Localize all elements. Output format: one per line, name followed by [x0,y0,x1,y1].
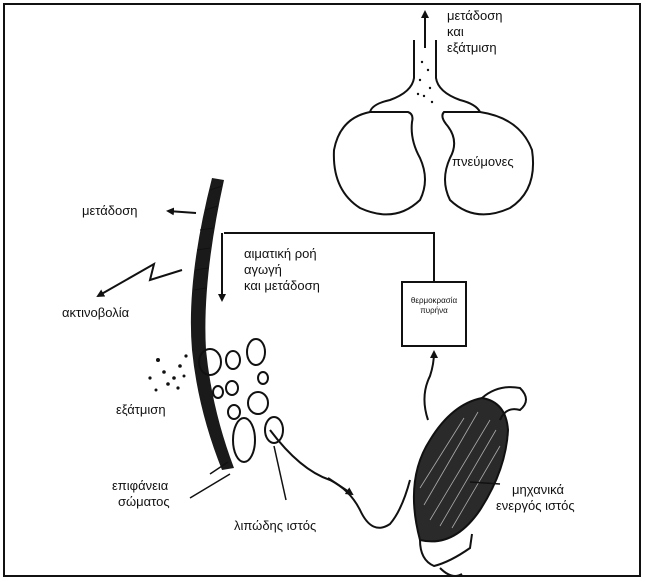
label-bloodflow-line1: αιματική ροή [244,246,317,261]
lungs-illustration [334,12,533,214]
muscle-illustration [414,387,526,576]
label-transfer-evaporation-line3: εξάτμιση [447,40,497,55]
label-fat-tissue: λιπώδης ιστός [234,518,316,533]
left-lung [334,112,425,214]
label-bloodflow-line2: αγωγή [244,262,282,277]
label-core-temperature: θερμοκρασία πυρήνα [404,296,464,316]
label-muscle-line1: μηχανικά [512,482,564,497]
label-muscle-line2: ενεργός ιστός [496,498,575,513]
label-transfer-evaporation-line1: μετάδοση [447,8,502,23]
label-body-surface-line1: επιφάνεια [112,478,168,493]
label-lungs: πνεύμονες [452,154,514,169]
label-body-surface-line2: σώματος [118,494,170,509]
radiation-zigzag-arrow [98,264,182,296]
label-radiation: ακτινοβολία [62,305,129,320]
blood-vessel-path [270,430,410,528]
skin-surface [191,178,234,470]
transfer-arrow [168,211,196,213]
label-core-temperature-line2: πυρήνα [404,306,464,316]
evaporation-dots [148,354,187,391]
label-transfer-evaporation-line2: και [447,24,464,39]
label-evaporation: εξάτμιση [116,402,166,417]
trachea-left-wall [370,40,414,112]
muscle-to-core-arrow [424,352,434,420]
exhale-dots [417,61,433,103]
label-bloodflow-line3: και μετάδοση [244,278,320,293]
blood-vessel-arrow [328,478,352,494]
label-left-transfer: μετάδοση [82,203,137,218]
label-core-temperature-line1: θερμοκρασία [404,296,464,306]
